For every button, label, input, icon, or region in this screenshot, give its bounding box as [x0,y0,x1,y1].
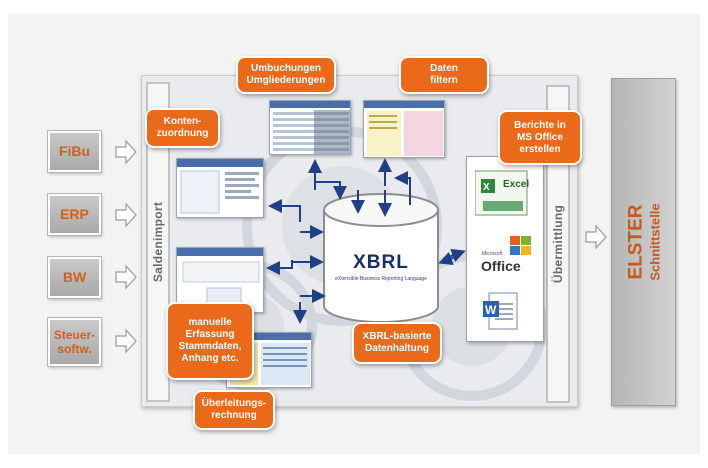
callout-daten-filtern-line1: Daten [430,63,458,74]
callout-xbrl-datenhaltung: XBRL-basierte Datenhaltung [352,322,442,364]
callout-daten-filtern-line2: filtern [430,75,458,86]
office-label: Office [481,258,521,274]
source-erp-label: ERP [60,206,89,222]
callout-manuelle-line2: Erfassung [185,329,235,340]
xbrl-logo: XBRL [353,252,409,273]
excel-label: Excel [503,179,530,190]
callout-manuelle-line3: Stammdaten, [178,341,242,352]
arrow-erp [115,202,137,228]
callout-berichte-line3: erstellen [519,143,561,155]
callout-ueberleitung-line2: rechnung [211,410,257,421]
svg-text:X: X [483,182,490,193]
source-steuer-label-line1: Steuer- [53,328,96,342]
elster-interface-box: ELSTER Schnittstelle [611,78,676,406]
elster-title-line1: ELSTER [625,204,646,280]
callout-manuelle-line4: Anhang etc. [181,353,239,364]
callout-manuelle-erfassung: manuelle Erfassung Stammdaten, Anhang et… [166,302,254,380]
thumbnail-kontenzuordnung [176,158,264,218]
callout-umbuchungen: Umbuchungen Umgliederungen [236,56,336,94]
callout-kontenzuordnung-line1: Konten- [163,116,202,127]
thumbnail-umbuchungen [269,100,351,155]
source-steuersoftware-box: Steuer- softw. [48,318,101,366]
callout-berichte: Berichte in MS Office erstellen [498,110,582,165]
source-bw-box: BW [48,257,101,298]
arrow-bw [115,264,137,290]
callout-kontenzuordnung-line2: zuordnung [156,128,209,139]
source-bw-label: BW [62,269,87,285]
callout-kontenzuordnung: Konten- zuordnung [145,108,220,148]
callout-umbuchungen-line2: Umgliederungen [246,75,326,86]
callout-berichte-line1: Berichte in [514,119,566,131]
excel-icon: X [475,169,533,217]
source-fibu-label: FiBu [58,143,91,159]
callout-ueberleitung-line1: Überleitungs- [201,398,267,409]
arrow-fibu [115,139,137,165]
thumbnail-daten-filtern [363,100,445,158]
office-logo-icon [509,235,533,257]
office-panel: X Excel Microsoft Office W [466,156,544,342]
arrow-steuer [115,328,137,354]
source-steuer-label-line2: softw. [57,342,92,356]
arrow-elster [585,224,607,250]
callout-berichte-line2: MS Office [516,131,564,143]
word-icon: W [481,291,521,331]
callout-umbuchungen-line1: Umbuchungen [251,63,321,74]
office-microsoft-label: Microsoft [482,251,503,257]
callout-xbrl-line1: XBRL-basierte [362,331,432,342]
callout-manuelle-line1: manuelle [188,317,232,328]
svg-text:W: W [485,303,497,317]
elster-title-line2: Schnittstelle [647,203,662,281]
source-fibu-box: FiBu [48,131,101,172]
elster-title: ELSTER Schnittstelle [625,203,662,280]
callout-ueberleitungsrechnung: Überleitungs- rechnung [193,390,275,430]
callout-daten-filtern: Daten filtern [399,56,489,94]
callout-xbrl-line2: Datenhaltung [365,343,429,354]
xbrl-tagline: eXtensible Business Reporting Language [335,276,427,282]
source-erp-box: ERP [48,194,101,235]
